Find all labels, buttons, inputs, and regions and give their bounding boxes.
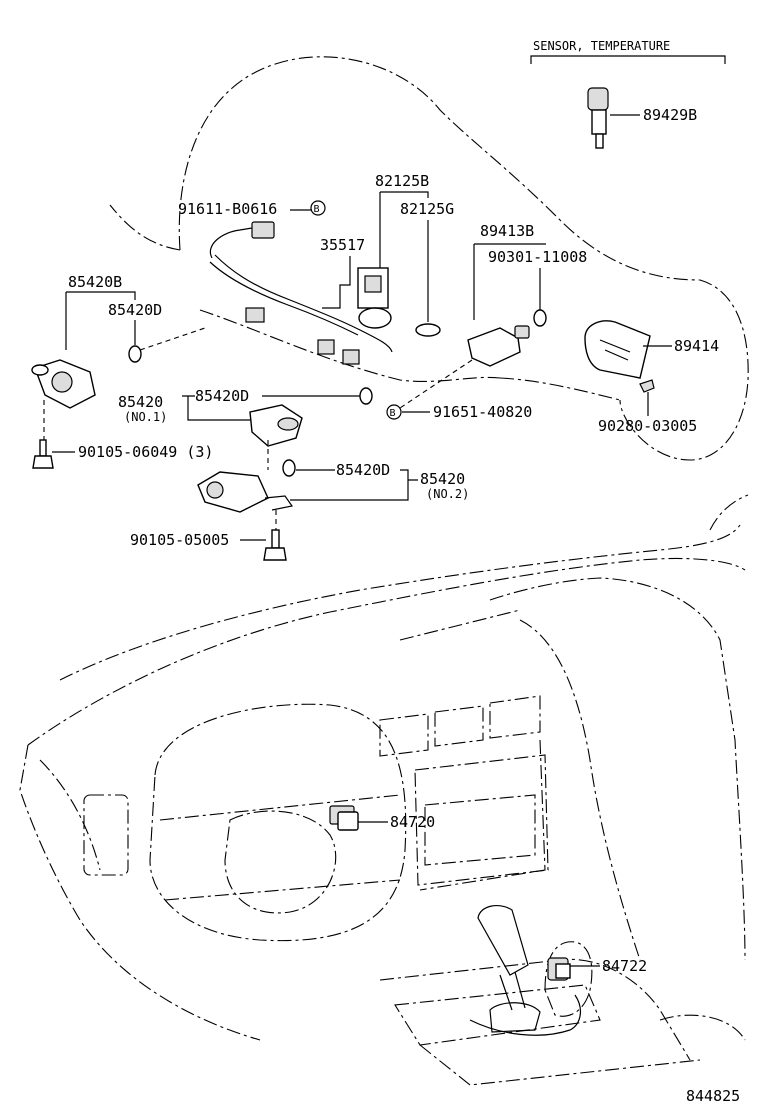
part-label-91651-40820[interactable]: 91651-40820 bbox=[433, 403, 532, 421]
part-label-89413B[interactable]: 89413B bbox=[480, 222, 534, 240]
o-ring-icon bbox=[533, 309, 547, 327]
part-label-90105-06049[interactable]: 90105-06049 (3) bbox=[78, 443, 213, 461]
group-title: SENSOR, TEMPERATURE bbox=[533, 39, 670, 53]
illustration-number: 844825 bbox=[686, 1087, 740, 1105]
group-bracket bbox=[530, 55, 726, 64]
inner-fender bbox=[199, 309, 501, 382]
part-label-90280-03005[interactable]: 90280-03005 bbox=[598, 417, 697, 435]
part-label-84720[interactable]: 84720 bbox=[390, 813, 435, 831]
wing-outline bbox=[109, 204, 181, 251]
temperature-sensor-icon bbox=[587, 87, 609, 149]
part-label-85420D-a[interactable]: 85420D bbox=[108, 301, 162, 319]
switch-84720-icon bbox=[329, 805, 359, 831]
wire-harness-icon bbox=[209, 221, 393, 365]
console-harness bbox=[469, 994, 582, 1036]
bracket-icon bbox=[322, 256, 351, 309]
b-marker: B bbox=[310, 200, 326, 216]
lower-panel bbox=[499, 377, 621, 401]
clip-icon bbox=[639, 379, 655, 393]
o-ring-icon bbox=[128, 345, 142, 363]
bolt-icon bbox=[263, 529, 287, 561]
part-label-85420-no2[interactable]: 85420 bbox=[420, 470, 465, 488]
solenoid-no2-icon bbox=[197, 471, 294, 513]
part-label-85420-no1[interactable]: 85420 bbox=[118, 393, 163, 411]
part-label-90105-05005[interactable]: 90105-05005 bbox=[130, 531, 229, 549]
part-label-85420-no2-sub[interactable]: (NO.2) bbox=[426, 487, 469, 501]
dashboard-outline bbox=[19, 494, 749, 1086]
part-label-85420D-b[interactable]: 85420D bbox=[195, 387, 249, 405]
part-label-85420D-c[interactable]: 85420D bbox=[336, 461, 390, 479]
part-label-89414[interactable]: 89414 bbox=[674, 337, 719, 355]
body-outline bbox=[178, 56, 749, 461]
part-label-85420-no1-sub[interactable]: (NO.1) bbox=[124, 410, 167, 424]
part-label-89429B[interactable]: 89429B bbox=[643, 106, 697, 124]
part-label-85420B[interactable]: 85420B bbox=[68, 273, 122, 291]
gear-shift-icon bbox=[477, 904, 541, 1033]
console-switch-outline bbox=[544, 941, 593, 1017]
part-label-82125G[interactable]: 82125G bbox=[400, 200, 454, 218]
svg-text:B: B bbox=[390, 408, 396, 419]
part-label-82125B[interactable]: 82125B bbox=[375, 172, 429, 190]
speed-sensor-icon bbox=[467, 325, 530, 367]
sensor-rotor-icon bbox=[584, 320, 651, 379]
b-marker: B bbox=[386, 404, 402, 420]
solenoid-b-icon bbox=[31, 359, 96, 409]
svg-text:B: B bbox=[314, 204, 320, 215]
part-label-84722[interactable]: 84722 bbox=[602, 957, 647, 975]
solenoid-no1-icon bbox=[249, 404, 303, 447]
o-ring-icon bbox=[282, 459, 296, 477]
relay-icon bbox=[357, 267, 392, 329]
part-label-35517[interactable]: 35517 bbox=[320, 236, 365, 254]
o-ring-icon bbox=[359, 387, 373, 405]
part-label-90301-11008[interactable]: 90301-11008 bbox=[488, 248, 587, 266]
bolt-icon bbox=[32, 439, 54, 469]
part-label-91611-B0616[interactable]: 91611-B0616 bbox=[178, 200, 277, 218]
grommet-icon bbox=[415, 323, 441, 337]
switch-84722-icon bbox=[547, 957, 571, 981]
